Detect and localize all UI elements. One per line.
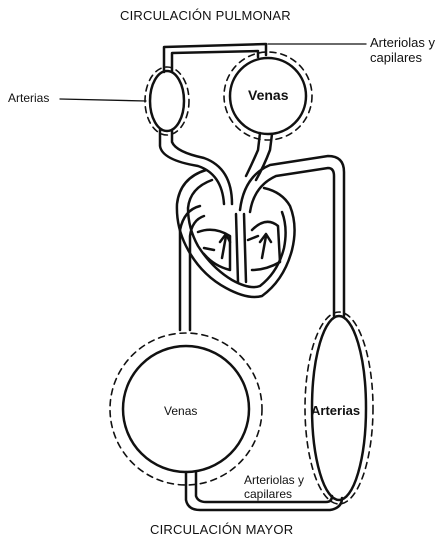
heart-septum-2 <box>244 214 246 282</box>
heart-septum <box>236 214 238 282</box>
pulmonary-arterioles-label-line2: capilares <box>370 50 435 65</box>
pulmonary-circulation-title: CIRCULACIÓN PULMONAR <box>120 9 291 23</box>
systemic-arteries-label: Arterias <box>311 404 360 418</box>
systemic-arterioles-label: Arteriolas y capilares <box>244 473 304 501</box>
pulmonary-arteries-label: Arterias <box>8 92 49 105</box>
heart-left-chamber <box>252 222 280 270</box>
systemic-arterioles-label-line1: Arteriolas y <box>244 473 304 487</box>
heart-arrow-4 <box>248 236 258 240</box>
pulmonary-arterioles-label-line1: Arteriolas y <box>370 35 435 50</box>
systemic-circulation-title: CIRCULACIÓN MAYOR <box>150 523 293 537</box>
systemic-arterioles-label-line2: capilares <box>244 487 304 501</box>
pulmonary-veins-label: Venas <box>248 88 288 103</box>
leader-arterias-left <box>60 99 146 101</box>
pulmonary-top-vessel <box>164 44 266 72</box>
pulmonary-arterioles-label: Arteriolas y capilares <box>370 35 435 65</box>
pulmonary-arteries-vessel <box>150 71 184 131</box>
pulmonary-top-vessel-inner <box>172 51 258 72</box>
aorta-inner <box>250 168 334 316</box>
pulmonary-arteries-dashed <box>145 67 189 135</box>
systemic-veins-label: Venas <box>164 405 197 418</box>
heart-arrow-3 <box>204 248 214 250</box>
